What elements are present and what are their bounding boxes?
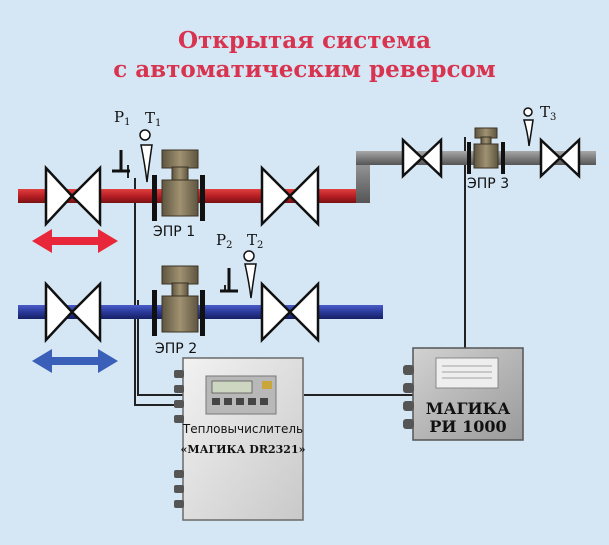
diagram-title: Открытая система с автоматическим реверс… — [0, 26, 609, 84]
flowmeter-epr3 — [473, 127, 499, 169]
thermometer-t2 — [243, 250, 257, 299]
flowmeter-epr1 — [161, 149, 199, 217]
valve-bypass-right — [539, 137, 581, 179]
label-p1: P1 — [114, 108, 130, 128]
label-p2: P2 — [216, 231, 232, 251]
label-t2: T2 — [247, 231, 263, 251]
flanges-epr3 — [467, 142, 505, 174]
thermometer-t1 — [139, 129, 153, 183]
label-epr2: ЭПР 2 — [155, 341, 197, 357]
valve-bypass-left — [401, 137, 443, 179]
heat-calculator: Тепловычислитель «МАГИКА DR2321» — [174, 357, 306, 521]
arrow-return-bidirectional — [32, 349, 118, 373]
label-t1: T1 — [145, 109, 161, 129]
module-name-line-1: МАГИКА — [426, 399, 511, 418]
calculator-name-line-2: «МАГИКА DR2321» — [181, 443, 306, 456]
thermometer-t3 — [523, 107, 534, 147]
pressure-sensor-p2 — [220, 268, 238, 293]
ri1000-module: МАГИКА РИ 1000 — [403, 347, 524, 441]
valve-return-right — [260, 280, 320, 344]
calculator-name-line-1: Тепловычислитель — [182, 422, 303, 436]
flanges-epr2 — [152, 290, 205, 336]
label-t3: T3 — [540, 103, 556, 123]
signal-wires — [127, 137, 466, 406]
module-name-line-2: РИ 1000 — [429, 417, 506, 436]
label-epr1: ЭПР 1 — [153, 224, 195, 240]
title-line-2: с автоматическим реверсом — [113, 56, 496, 83]
flanges-epr1 — [152, 175, 205, 221]
valve-supply-right — [260, 164, 320, 228]
arrow-supply-bidirectional — [32, 229, 118, 253]
pressure-sensor-p1 — [112, 150, 130, 173]
valve-supply-left — [44, 164, 102, 228]
flowmeter-epr2 — [161, 265, 199, 333]
title-line-1: Открытая система — [177, 27, 432, 54]
valve-return-left — [44, 280, 102, 344]
label-epr3: ЭПР 3 — [467, 176, 509, 192]
